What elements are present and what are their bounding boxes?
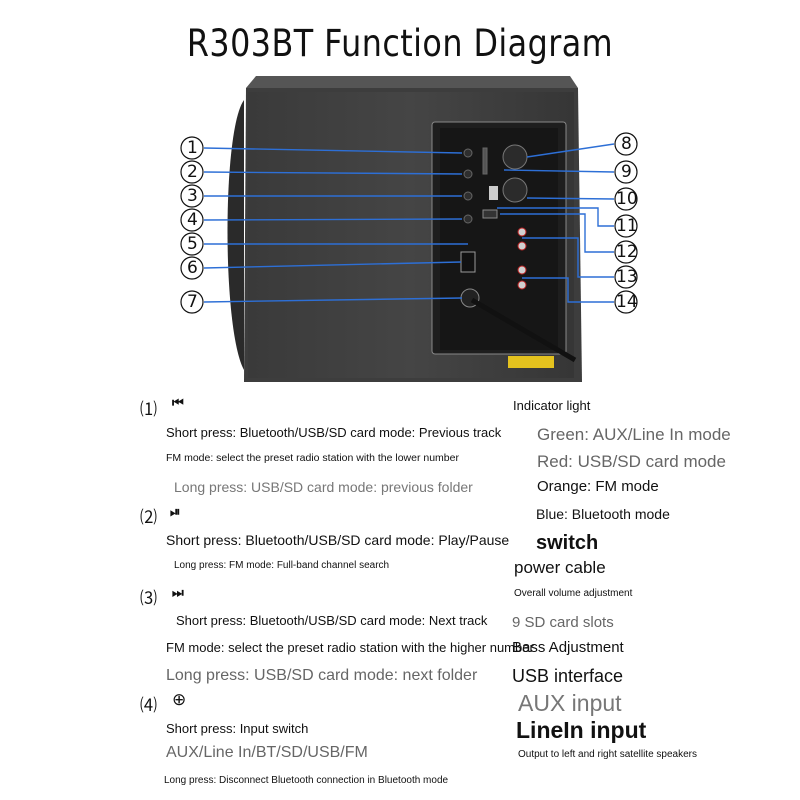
power-switch [460,251,476,273]
callout-number-9: 9 [621,162,632,182]
callout-number-12: 12 [616,242,638,262]
next-track-icon: ⏭ [172,586,184,601]
item-4-line-2: AUX/Line In/BT/SD/USB/FM [166,744,368,761]
label-orange-mode: Orange: FM mode [537,478,659,495]
item-1-line-2: FM mode: select the preset radio station… [166,452,459,464]
label-volume: Overall volume adjustment [514,588,633,599]
item-3-line-1: Short press: Bluetooth/USB/SD card mode:… [176,613,488,628]
item-3-line-2: FM mode: select the preset radio station… [166,640,534,655]
item-3-line-3: Long press: USB/SD card mode: next folde… [166,667,478,684]
label-usb: USB interface [512,666,624,686]
callout-number-5: 5 [187,234,198,254]
callout-number-2: 2 [187,162,198,182]
label-sd-slot: 9 SD card slots [512,614,614,631]
callout-number-3: 3 [187,186,198,206]
label-power-cable: power cable [514,558,606,577]
item-2-line-1: Short press: Bluetooth/USB/SD card mode:… [166,532,510,548]
play-pause-icon: ⏯ [170,505,181,520]
panel-knobs [502,144,528,203]
rear-panel [431,121,567,368]
callout-circles [180,132,638,314]
label-indicator-light: Indicator light [513,398,591,413]
item-3-number: ⑶ [140,589,157,609]
callout-number-8: 8 [621,134,632,154]
label-green-mode: Green: AUX/Line In mode [537,425,731,444]
item-2-number: ⑵ [140,508,157,528]
callout-number-1: 1 [187,138,198,158]
item-4-line-1: Short press: Input switch [166,721,309,736]
panel-buttons [463,147,488,224]
callout-number-4: 4 [187,210,198,230]
item-2-line-2: Long press: FM mode: Full-band channel s… [174,560,390,571]
rca-jacks [517,227,527,290]
callout-number-14: 14 [616,292,638,312]
label-red-mode: Red: USB/SD card mode [537,452,726,471]
label-linein-input: LineIn input [516,717,647,743]
power-cable [470,297,577,363]
callout-number-7: 7 [187,292,198,312]
callout-lines [203,143,615,303]
item-4-line-3: Long press: Disconnect Bluetooth connect… [164,775,449,786]
usb-port [489,186,498,200]
label-bass: Bass Adjustment [512,639,624,656]
callout-number-11: 11 [616,216,638,236]
label-switch: switch [536,532,599,554]
item-1-line-3: Long press: USB/SD card mode: previous f… [174,479,473,495]
label-blue-mode: Blue: Bluetooth mode [536,506,670,522]
callout-number-6: 6 [187,258,198,278]
item-1-number: ⑴ [140,400,157,420]
item-1-line-1: Short press: Bluetooth/USB/SD card mode:… [166,425,502,440]
satellite-output [482,209,498,219]
item-4-number: ⑷ [140,696,157,716]
page-title: R303BT Function Diagram [186,22,614,65]
label-satellite-output: Output to left and right satellite speak… [518,749,697,760]
label-aux-input: AUX input [518,690,622,716]
previous-track-icon: ⏮ [172,396,184,411]
callout-number-13: 13 [616,267,638,287]
input-switch-icon: ⊕ [172,690,187,710]
callout-number-10: 10 [616,189,638,209]
